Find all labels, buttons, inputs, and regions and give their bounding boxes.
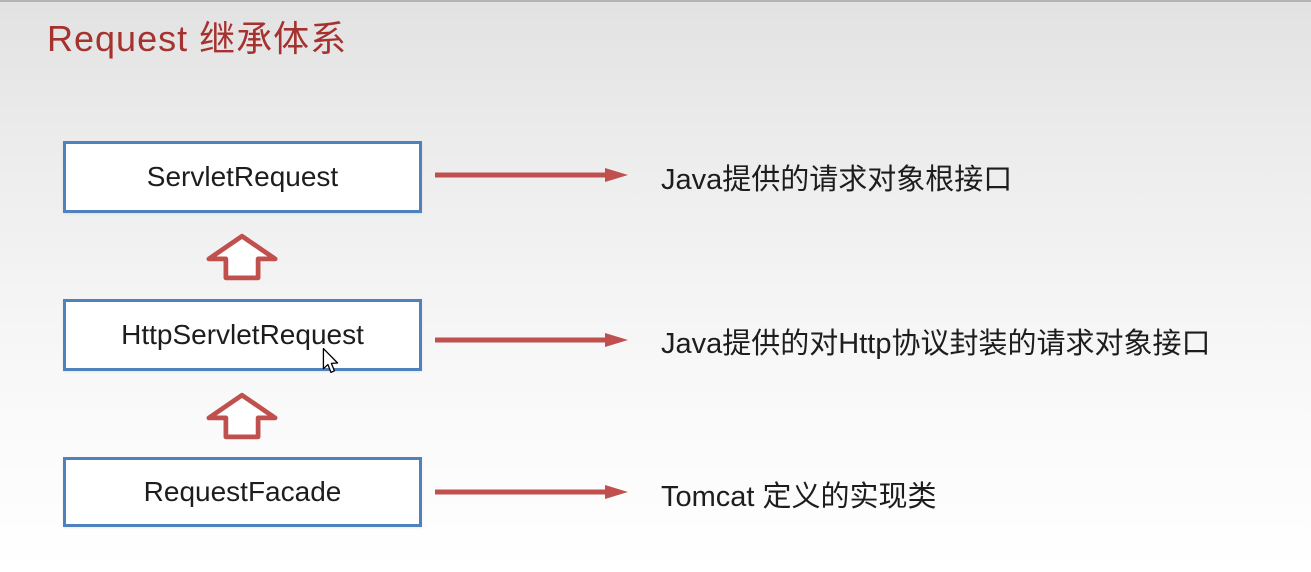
inheritance-up-arrow-icon [206,392,278,440]
class-box-label: ServletRequest [146,161,339,192]
inheritance-up-arrow-icon [206,233,278,281]
class-box-label: RequestFacade [143,476,342,507]
page-title: Request 继承体系 [47,18,348,59]
class-description: Java提供的请求对象根接口 [661,164,1013,196]
class-box-httpservletrequest: HttpServletRequest [63,299,422,371]
class-box-label: HttpServletRequest [121,319,364,350]
mouse-cursor-icon [322,348,339,373]
pointer-right-arrow-icon [435,485,628,499]
class-description: Tomcat 定义的实现类 [661,481,937,513]
class-box-servletrequest: ServletRequest [63,141,422,213]
pointer-right-arrow-icon [435,168,628,182]
class-box-requestfacade: RequestFacade [63,457,422,527]
class-description: Java提供的对Http协议封装的请求对象接口 [661,328,1211,360]
pointer-right-arrow-icon [435,333,628,347]
